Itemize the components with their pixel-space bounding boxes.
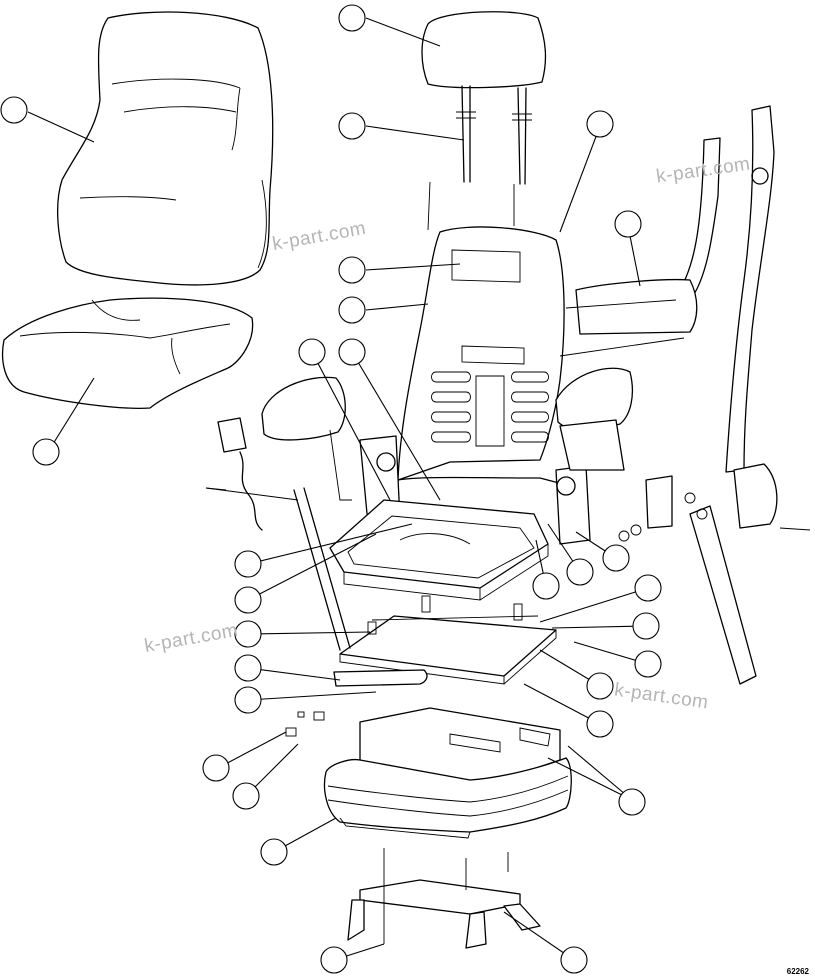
callout-circle	[0, 96, 28, 124]
callout-circle	[566, 558, 594, 586]
callout-circle	[338, 4, 366, 32]
mounting-plate-icon	[339, 595, 557, 685]
suspension-icon	[323, 707, 572, 839]
callout-circle	[632, 612, 660, 640]
callout-circle	[260, 838, 288, 866]
seat-back-cushion-icon	[56, 11, 274, 286]
callout-circle	[586, 110, 614, 138]
callout-circle	[586, 710, 614, 738]
callout-circle	[338, 296, 366, 324]
callout-circle	[298, 338, 326, 366]
callout-circle	[202, 754, 230, 782]
frame-struts	[205, 181, 685, 687]
callout-markers	[0, 4, 662, 974]
callout-circle	[338, 112, 366, 140]
callout-circle	[234, 686, 262, 714]
callout-circle	[234, 620, 262, 648]
callout-circle	[618, 788, 646, 816]
armrest-icon	[261, 367, 634, 501]
callout-circle	[234, 586, 262, 614]
seat-belt-icon	[217, 105, 778, 685]
callout-circle	[634, 574, 662, 602]
callout-circle	[234, 654, 262, 682]
callout-circle	[232, 782, 260, 810]
callout-circle	[560, 946, 588, 974]
callout-circle	[32, 438, 60, 466]
callout-circle	[320, 946, 348, 974]
seat-bottom-cushion-icon	[1, 297, 254, 409]
headrest-icon	[421, 11, 547, 185]
callout-circle	[614, 210, 642, 238]
seat-pan-icon	[329, 499, 549, 601]
seat-frame-icon	[359, 226, 591, 545]
callout-circle	[532, 572, 560, 600]
callout-circle	[602, 544, 630, 572]
callout-circle	[634, 650, 662, 678]
callout-circle	[234, 550, 262, 578]
callout-circle	[338, 338, 366, 366]
callout-circle	[586, 672, 614, 700]
mounting-base-icon	[347, 848, 541, 949]
drawing-number: 62262	[786, 967, 809, 976]
callout-circle	[338, 256, 366, 284]
fastener-icons	[205, 487, 811, 737]
